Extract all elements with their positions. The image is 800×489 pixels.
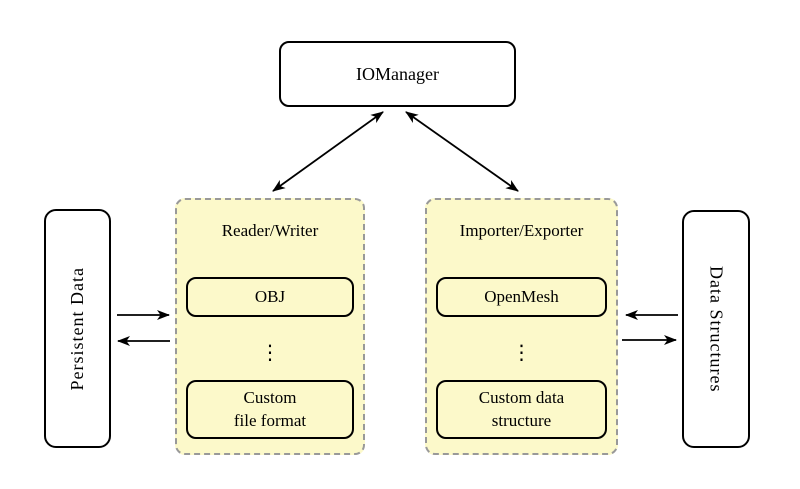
arrow-iomanager-readerwriter [272, 111, 384, 192]
group-reader-writer-title: Reader/Writer [221, 221, 319, 240]
vertical-dots-icon: ⋮ [260, 340, 280, 364]
node-obj: OBJ [186, 277, 354, 317]
node-custom-data-structure: Custom data structure [436, 380, 607, 439]
node-data-structures-label: Data Structures [706, 265, 727, 393]
node-iomanager-label: IOManager [356, 63, 439, 84]
node-data-structures: Data Structures [682, 210, 750, 448]
node-custom-file-format: Custom file format [186, 380, 354, 439]
group-importer-exporter-title: Importer/Exporter [459, 221, 584, 240]
node-persistent-data-label: Persistent Data [67, 266, 87, 391]
group-reader-writer: Reader/Writer OBJ ⋮ Custom file format [175, 198, 365, 455]
node-openmesh: OpenMesh [436, 277, 607, 317]
group-importer-exporter: Importer/Exporter OpenMesh ⋮ Custom data… [425, 198, 618, 455]
vertical-dots-icon: ⋮ [511, 340, 532, 364]
node-iomanager: IOManager [279, 41, 516, 107]
arrow-iomanager-importerexporter [405, 111, 519, 192]
node-persistent-data: Persistent Data [44, 209, 111, 448]
